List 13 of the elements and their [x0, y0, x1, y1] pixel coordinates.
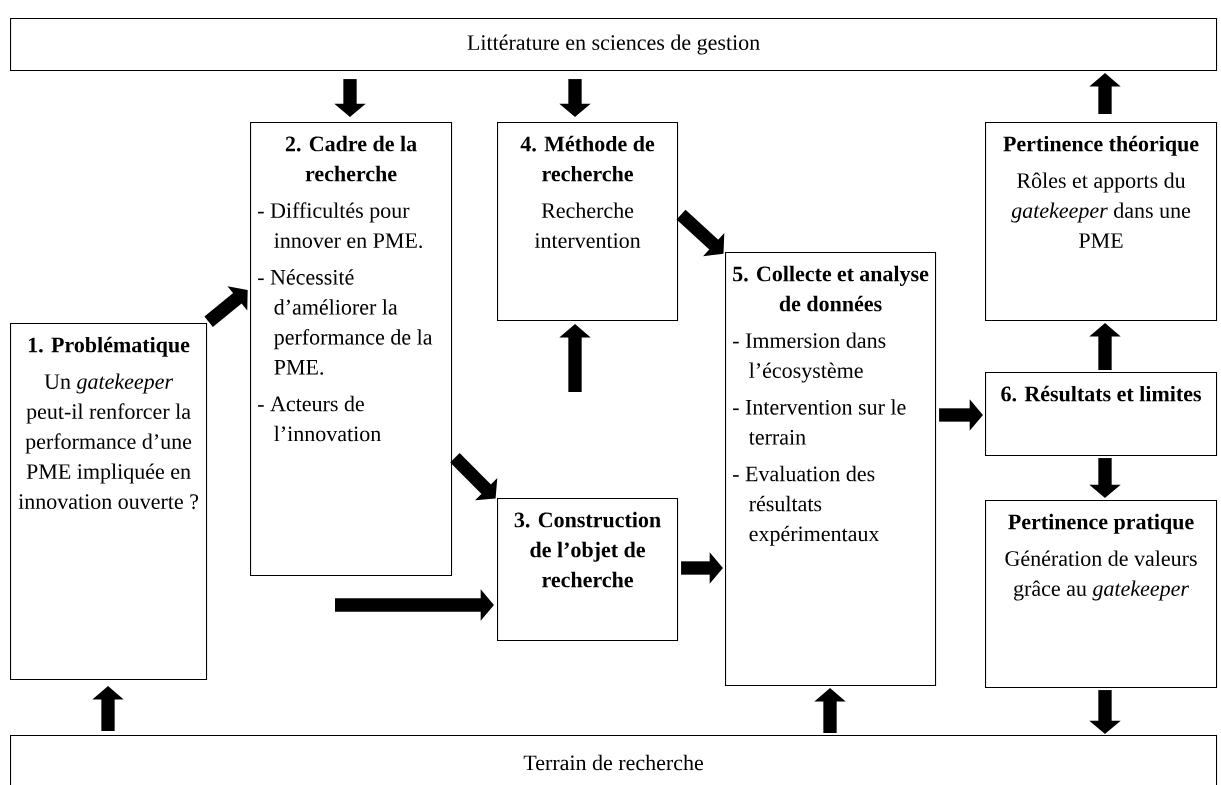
- process-box: 5. Collecte et analyse de données - Immersion dans l’écosystème - Intervention sur le terrain - Evaluation des résultats expérimentaux: [725, 252, 937, 687]
- block-arrow: [204, 286, 248, 327]
- process-box: 2. Cadre de la recherche - Difficultés pour innover en PME. - Nécessité d’améliorer la performance de la PME. - Acteurs de l’innovation: [250, 122, 453, 577]
- band-box: [10, 735, 1218, 785]
- process-box: 3. Construction de l’objet de recherche: [497, 498, 679, 642]
- process-box: 6. Résultats et limites: [985, 372, 1218, 457]
- process-box: Pertinence théorique Rôles et apports du gatekeeper dans une PME: [985, 122, 1218, 322]
- process-box: 1. Problématique Un gatekeeper peut-il renforcer la performance d’une PME impliquée en innovation ouverte ?: [10, 323, 208, 681]
- band-box: [10, 18, 1218, 72]
- process-box: Pertinence pratique Génération de valeurs grâce au gatekeeper: [985, 500, 1218, 689]
- process-box: 4. Méthode de recherche Recherche intervention: [497, 122, 679, 322]
- band-label: Terrain de recherche: [523, 754, 703, 771]
- band-label: Littérature en sciences de gestion: [467, 34, 760, 55]
